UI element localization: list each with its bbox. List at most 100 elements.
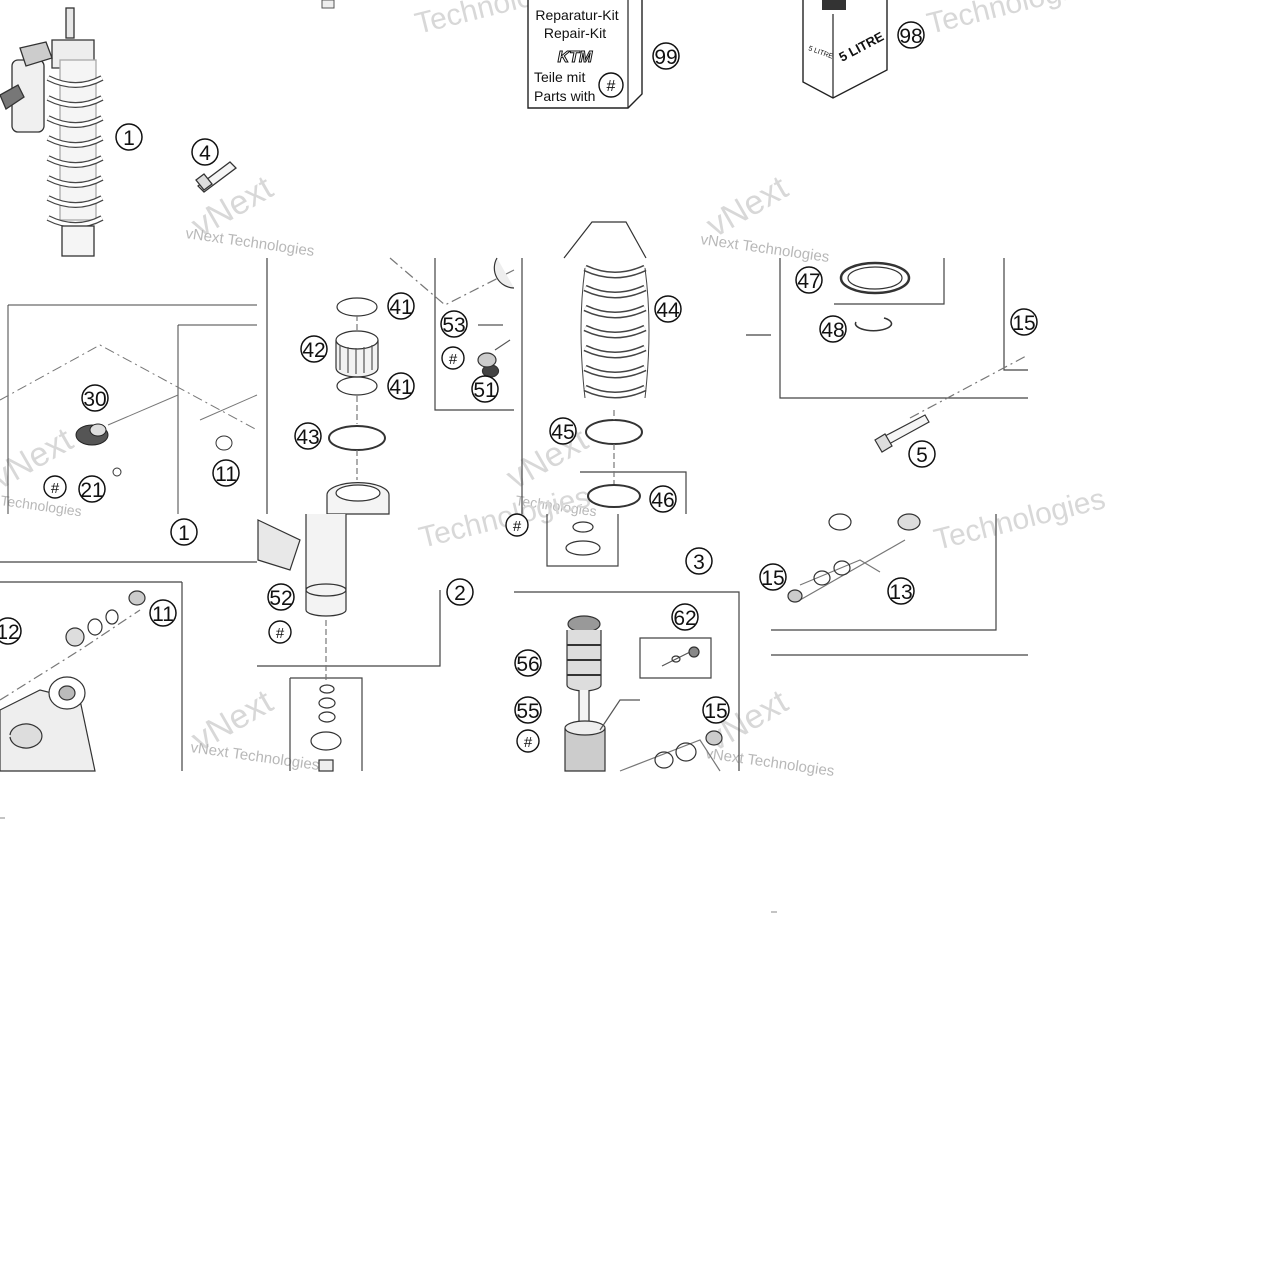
callout-42: 42 bbox=[300, 335, 328, 363]
tile-seal-ring bbox=[746, 258, 1029, 453]
callout-hash: # bbox=[516, 729, 540, 753]
callout-5: 5 bbox=[908, 440, 936, 468]
svg-text:41: 41 bbox=[389, 376, 412, 399]
callout-43: 43 bbox=[294, 422, 322, 450]
callout-hash: # bbox=[505, 513, 529, 537]
watermark-full-text: vNext Technologies bbox=[184, 225, 315, 260]
svg-text:2: 2 bbox=[454, 582, 466, 605]
repair-kit-logo: KTM bbox=[558, 49, 593, 66]
watermark-full-text: Technologies bbox=[0, 492, 83, 519]
tile-piston bbox=[514, 514, 740, 772]
callout-51: 51 bbox=[471, 375, 499, 403]
svg-text:56: 56 bbox=[516, 653, 539, 676]
callout-62: 62 bbox=[671, 603, 699, 631]
tile-compression-adjuster bbox=[771, 513, 1028, 656]
svg-text:#: # bbox=[524, 734, 533, 751]
svg-text:47: 47 bbox=[797, 270, 820, 293]
watermarks: Technologies Technologies vNext vNext vN… bbox=[0, 0, 1109, 780]
piston-rod-icon bbox=[257, 514, 347, 617]
callout-98: 98 bbox=[897, 21, 925, 49]
repair-kit-parts-en: Parts with bbox=[534, 88, 595, 104]
callout-99: 99 bbox=[652, 42, 680, 70]
repair-kit-title-de: Reparatur-Kit bbox=[535, 7, 618, 23]
svg-text:53: 53 bbox=[442, 314, 465, 337]
callout-4: 4 bbox=[191, 138, 219, 166]
svg-text:42: 42 bbox=[302, 339, 325, 362]
watermark-full-text: vNext Technologies bbox=[704, 745, 835, 780]
svg-text:46: 46 bbox=[651, 489, 674, 512]
callout-15: 15 bbox=[702, 696, 730, 724]
callout-56: 56 bbox=[514, 649, 542, 677]
callout-11: 11 bbox=[212, 459, 240, 487]
svg-text:1: 1 bbox=[178, 522, 190, 545]
watermark-full-text: vNext Technologies bbox=[189, 739, 320, 774]
svg-text:15: 15 bbox=[704, 700, 727, 723]
callout-53: 53 bbox=[440, 310, 468, 338]
tile-top-left-fragment bbox=[321, 0, 335, 9]
svg-text:12: 12 bbox=[0, 621, 20, 644]
valve-icon bbox=[661, 646, 700, 667]
svg-text:#: # bbox=[513, 518, 522, 535]
svg-text:52: 52 bbox=[269, 587, 292, 610]
callout-3: 3 bbox=[685, 547, 713, 575]
callout-46: 46 bbox=[649, 485, 677, 513]
callout-30: 30 bbox=[81, 384, 109, 412]
callout-1: 1 bbox=[115, 123, 143, 151]
svg-text:5: 5 bbox=[916, 444, 928, 467]
callout-11: 11 bbox=[149, 599, 177, 627]
tile-spring bbox=[521, 221, 687, 514]
tile-shock-body bbox=[0, 561, 257, 772]
svg-text:4: 4 bbox=[199, 142, 211, 165]
svg-text:11: 11 bbox=[152, 603, 174, 626]
watermark-full-text: vNext Technologies bbox=[699, 231, 830, 266]
callout-15-partial: 15 bbox=[759, 563, 787, 591]
repair-kit-parts-de: Teile mit bbox=[534, 69, 585, 85]
spring-retainer-icon bbox=[335, 330, 379, 378]
fragment-mark bbox=[0, 817, 777, 913]
watermark-technologies: Technologies bbox=[931, 482, 1109, 556]
hash-symbol: # bbox=[607, 78, 616, 95]
callout-48: 48 bbox=[819, 315, 847, 343]
bolt-icon bbox=[195, 161, 237, 193]
svg-text:#: # bbox=[449, 351, 458, 368]
svg-text:3: 3 bbox=[693, 551, 705, 574]
tile-spring-retainer bbox=[266, 257, 515, 515]
svg-text:51: 51 bbox=[473, 379, 496, 402]
callout-52: 52 bbox=[267, 583, 295, 611]
callout-41: 41 bbox=[387, 292, 415, 320]
svg-text:13: 13 bbox=[889, 581, 912, 604]
adjuster-knob-icon bbox=[75, 423, 109, 446]
svg-text:21: 21 bbox=[80, 479, 103, 502]
callout-hash: # bbox=[441, 346, 465, 370]
svg-text:1: 1 bbox=[123, 127, 135, 150]
tile-piston-rod bbox=[257, 514, 441, 772]
svg-text:#: # bbox=[51, 480, 60, 497]
callout-45: 45 bbox=[549, 417, 577, 445]
svg-text:15: 15 bbox=[1012, 312, 1035, 335]
main-spring-icon bbox=[46, 59, 104, 228]
svg-text:11: 11 bbox=[215, 463, 237, 486]
svg-text:62: 62 bbox=[673, 607, 696, 630]
bolt-icon bbox=[874, 414, 930, 453]
callout-21: 21 bbox=[78, 475, 106, 503]
svg-text:99: 99 bbox=[654, 46, 677, 69]
piston-icon bbox=[564, 615, 606, 772]
svg-text:55: 55 bbox=[516, 700, 539, 723]
callout-12: 12 bbox=[0, 617, 22, 645]
svg-text:43: 43 bbox=[296, 426, 319, 449]
watermark-technologies: Technologies bbox=[924, 0, 1102, 41]
svg-text:48: 48 bbox=[821, 319, 844, 342]
callout-44: 44 bbox=[654, 295, 682, 323]
watermark-vnext: vNext bbox=[0, 420, 80, 497]
callout-15: 15 bbox=[1010, 308, 1038, 336]
svg-text:#: # bbox=[276, 625, 285, 642]
callout-1: 1 bbox=[170, 518, 198, 546]
svg-text:30: 30 bbox=[83, 388, 106, 411]
oil-can-icon: 5 LITRE 5 LITRE bbox=[802, 0, 888, 99]
callout-hash: # bbox=[268, 620, 292, 644]
svg-text:41: 41 bbox=[389, 296, 412, 319]
callout-13: 13 bbox=[887, 577, 915, 605]
svg-text:15: 15 bbox=[761, 567, 784, 590]
callout-41: 41 bbox=[387, 372, 415, 400]
